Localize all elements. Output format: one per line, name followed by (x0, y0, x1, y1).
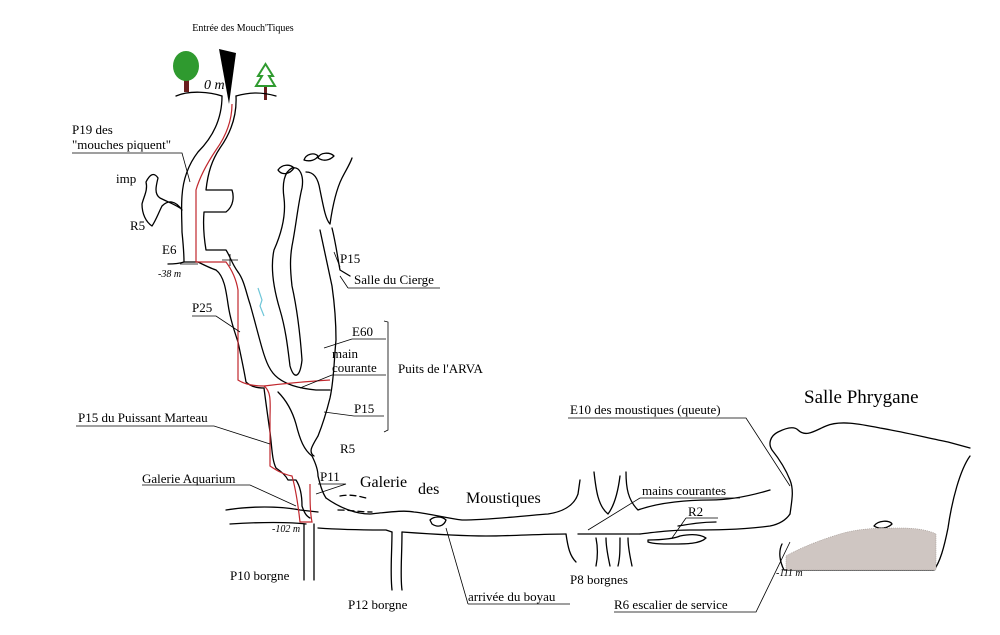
label-p15-top: P15 (340, 251, 360, 266)
label-leaders (72, 152, 791, 613)
label-p19-line2: "mouches piquent" (72, 137, 171, 152)
label-arrivee-boyau: arrivée du boyau (468, 589, 556, 604)
depth-111: -111 m (776, 568, 803, 579)
water-drip (257, 287, 265, 317)
entrance-marker-icon (219, 49, 236, 104)
label-p11: P11 (320, 469, 340, 484)
label-salle-phrygane: Salle Phrygane (804, 387, 919, 408)
rope-traverse (263, 379, 331, 387)
label-p12: P12 borgne (348, 597, 408, 612)
label-p8: P8 borgnes (570, 572, 628, 587)
label-galerie-aquarium: Galerie Aquarium (142, 471, 236, 486)
label-galerie-3: Moustiques (466, 490, 541, 507)
label-p10: P10 borgne (230, 568, 290, 583)
tree-icon (173, 51, 199, 92)
label-mains-courantes: mains courantes (642, 483, 726, 498)
fir-icon (254, 62, 277, 100)
label-main-courante-1: main (332, 346, 358, 361)
label-galerie-1: Galerie (360, 474, 407, 491)
label-imp: imp (116, 171, 136, 186)
label-r6: R6 escalier de service (614, 597, 728, 612)
label-r5-top: R5 (130, 218, 145, 233)
stalagmite-icon (277, 152, 893, 529)
label-main-courante-2: courante (332, 360, 377, 375)
label-e60: E60 (352, 324, 373, 339)
label-p19-line1: P19 des (72, 122, 113, 137)
label-p15-marteau: P15 du Puissant Marteau (78, 410, 208, 425)
label-r2: R2 (688, 504, 703, 519)
label-salle-cierge: Salle du Cierge (354, 272, 434, 287)
label-e10: E10 des moustiques (queute) (570, 402, 721, 417)
cave-walls (141, 91, 971, 591)
label-r5-bottom: R5 (340, 441, 355, 456)
label-e6: E6 (162, 242, 177, 257)
label-p25: P25 (192, 300, 212, 315)
depth-surface: 0 m (204, 78, 225, 93)
depth-38: -38 m (158, 269, 181, 280)
cross-marker (222, 254, 238, 266)
label-puits-arva: Puits de l'ARVA (398, 361, 483, 376)
sediment-heap (785, 527, 937, 571)
cave-title: Entrée des Mouch'Tiques (192, 23, 294, 34)
label-galerie-2: des (418, 481, 439, 498)
rope-line (195, 103, 313, 523)
depth-102: -102 m (272, 524, 300, 535)
label-p15-arva: P15 (354, 401, 374, 416)
